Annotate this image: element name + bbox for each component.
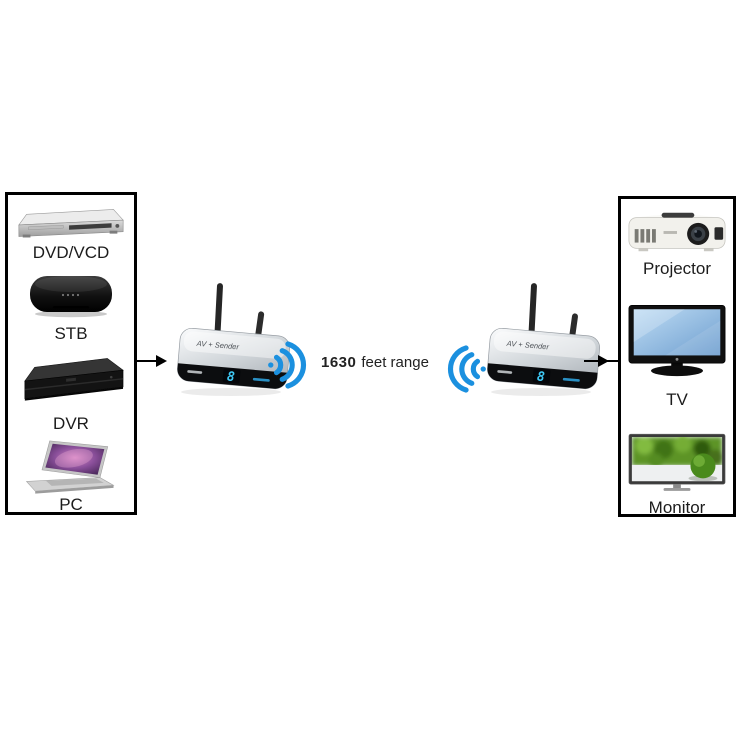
display-label-projector: Projector	[642, 259, 712, 278]
antenna-icon	[214, 283, 223, 344]
receiver-device: AV + Sender 8	[478, 280, 608, 400]
projector-icon	[621, 207, 733, 257]
transmitter-brand-label: AV + Sender	[195, 339, 239, 352]
dvr-icon	[8, 353, 134, 411]
displays-box: Projector TV	[618, 196, 736, 517]
sources-box: DVD/VCD STB	[5, 192, 137, 515]
source-label-dvd: DVD/VCD	[32, 243, 110, 262]
receiver-channel-display: 8	[536, 370, 545, 386]
source-label-pc: PC	[59, 495, 83, 514]
display-label-tv: TV	[666, 390, 688, 409]
wifi-waves-transmit-icon	[266, 336, 308, 394]
range-unit: feet range	[361, 354, 429, 371]
transmitter-device: AV + Sender 8	[168, 280, 298, 400]
tv-icon	[621, 301, 733, 381]
receiver-brand-label: AV + Sender	[505, 339, 549, 352]
monitor-icon	[621, 431, 733, 495]
laptop-icon	[8, 437, 134, 495]
transmitter-channel-display: 8	[226, 370, 235, 386]
range-value: 1630	[321, 354, 357, 371]
set-top-box-icon	[8, 269, 134, 321]
antenna-icon	[528, 283, 537, 344]
source-label-stb: STB	[54, 324, 88, 343]
display-label-monitor: Monitor	[648, 498, 706, 517]
dvd-player-icon	[8, 205, 134, 241]
source-label-dvr: DVR	[53, 414, 89, 433]
wifi-waves-receive-icon	[446, 340, 488, 398]
